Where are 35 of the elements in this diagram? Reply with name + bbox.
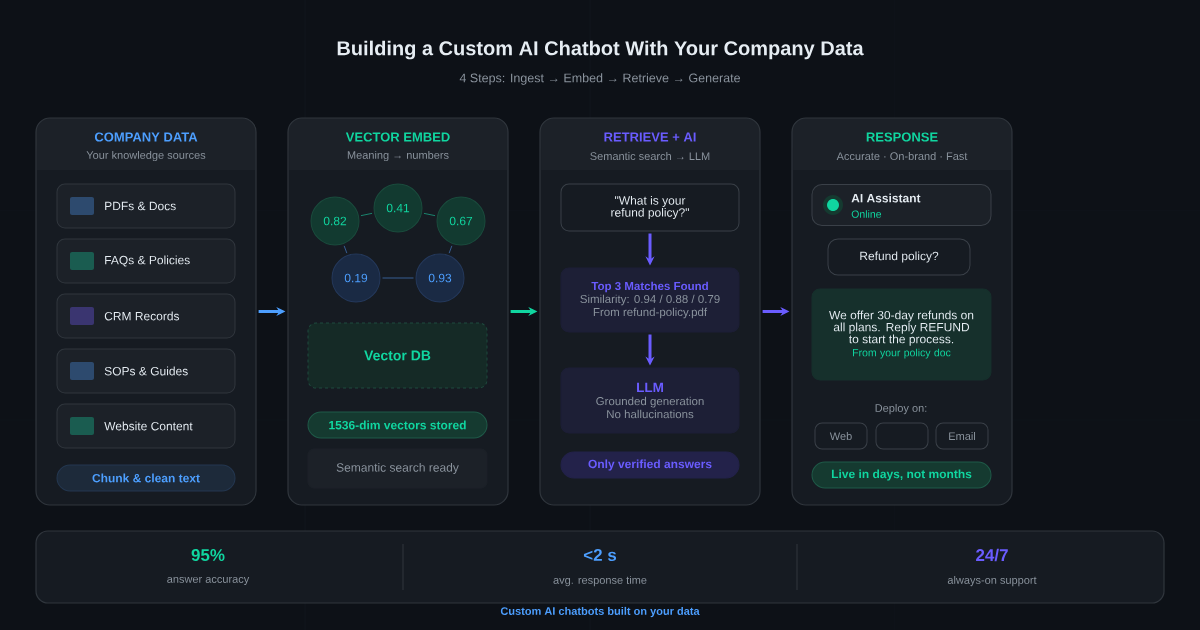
source-item: PDFs & Docs [56, 183, 236, 229]
connector-line [360, 212, 373, 217]
reply-bubble: We offer 30-day refunds on all plans. Reply REFUND to start the process. From your policy doc [811, 288, 992, 381]
status-pill: Only verified answers [560, 451, 740, 479]
query-box: "What is your refund policy?" [560, 183, 740, 232]
chat-bubble: Refund policy? [827, 238, 971, 276]
database-box: Vector DB [307, 322, 488, 389]
status-pill: Live in days, not months [811, 461, 992, 489]
llm-box: LLM Grounded generation No hallucinations [560, 367, 740, 434]
footer-text: Custom AI chatbots built on your data [500, 606, 700, 618]
assistant-card: AI Assistant Online [811, 184, 992, 226]
channel-button: Web [814, 422, 868, 450]
channel-button [875, 422, 929, 450]
stat-value: 24/7 [976, 548, 1008, 562]
stat-value: <2 s [583, 549, 617, 562]
connector-line [382, 277, 414, 279]
deploy-label: Deploy on: [875, 403, 927, 415]
stat-label: answer accuracy [167, 576, 250, 586]
matches-box: Top 3 Matches Found Similarity: 0.94 / 0.88 / 0.79 From refund-policy.pdf [560, 267, 740, 333]
source-item: CRM Records [56, 293, 236, 339]
stat-label: always-on support [947, 575, 1037, 587]
connector-line [423, 212, 436, 217]
connector-line [448, 245, 453, 254]
connector-line [343, 245, 348, 254]
source-item: SOPs & Guides [56, 348, 236, 394]
channel-button: Email [935, 422, 989, 450]
subtitle: 4 Steps: Ingest → Embed → Retrieve → Generate [459, 73, 740, 85]
stat-label: avg. response time [553, 575, 647, 587]
source-item: FAQs & Policies [56, 238, 236, 284]
source-item: Website Content [56, 403, 236, 449]
title: Building a Custom AI Chatbot With Your Company Data [337, 40, 864, 60]
status-box: Semantic search ready [307, 448, 488, 489]
status-pill: Chunk & clean text [56, 464, 236, 492]
stat-value: 95% [191, 549, 225, 562]
status-pill: 1536-dim vectors stored [307, 411, 488, 439]
